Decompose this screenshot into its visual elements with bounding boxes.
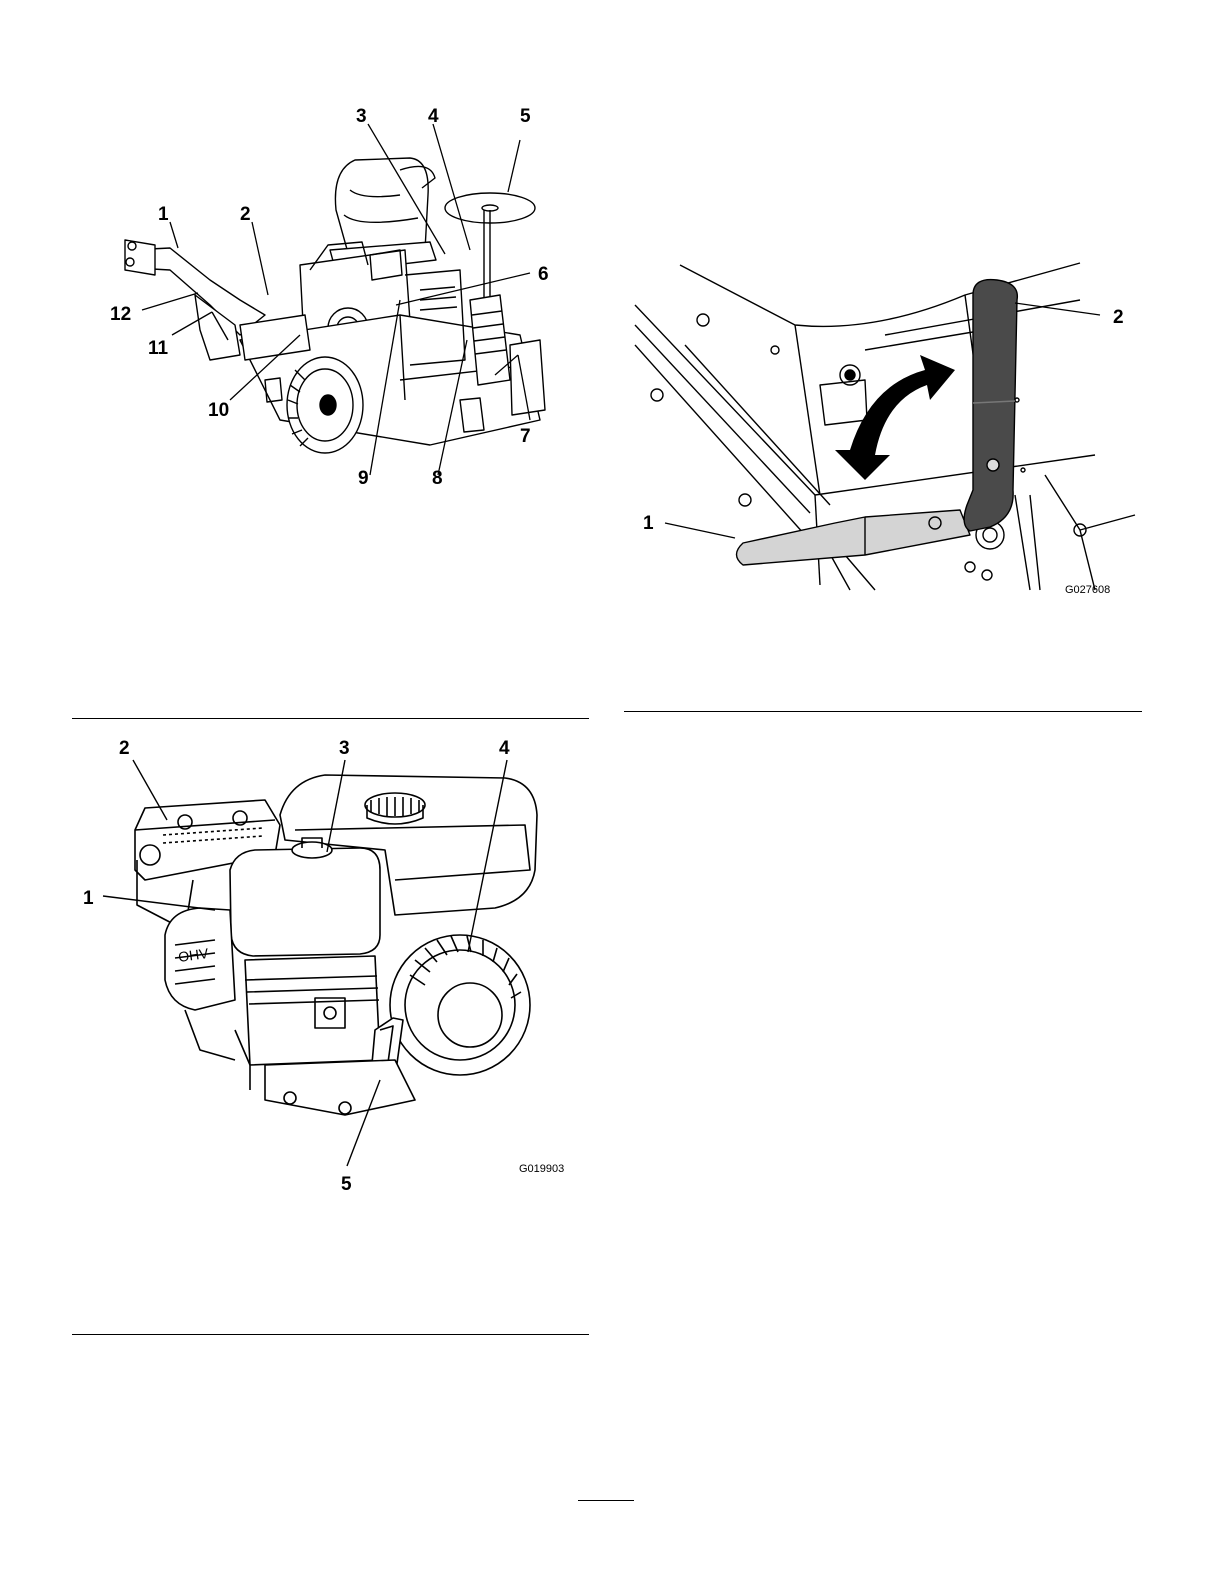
divider-right-1 xyxy=(624,711,1142,712)
figure-lever: 1 2 G027608 xyxy=(635,255,1135,600)
mower-callout-1: 1 xyxy=(158,204,169,225)
engine-callout-2: 2 xyxy=(119,738,130,759)
mower-callout-9: 9 xyxy=(358,468,369,489)
engine-callout-5: 5 xyxy=(341,1174,352,1195)
mower-callout-2: 2 xyxy=(240,204,251,225)
mower-callout-6: 6 xyxy=(538,264,549,285)
mower-illustration: 1 2 3 4 5 6 7 8 9 10 11 12 xyxy=(100,100,570,500)
mower-callout-8: 8 xyxy=(432,468,443,489)
mower-callout-12: 12 xyxy=(110,304,131,325)
mower-callout-10: 10 xyxy=(208,400,229,421)
engine-callout-3: 3 xyxy=(339,738,350,759)
lever-illustration: 1 2 G027608 xyxy=(635,255,1135,600)
mower-callout-7: 7 xyxy=(520,426,531,447)
mower-callout-4: 4 xyxy=(428,106,439,127)
mower-callout-5: 5 xyxy=(520,106,531,127)
lever-callout-2: 2 xyxy=(1113,307,1124,328)
engine-figure-code: G019903 xyxy=(519,1163,564,1175)
divider-left-2 xyxy=(72,1334,589,1335)
figure-engine: OHV 1 2 3 4 5 xyxy=(75,730,585,1200)
mower-callout-11: 11 xyxy=(148,338,169,359)
mower-callout-3: 3 xyxy=(356,106,367,127)
figure-mower-overview: 1 2 3 4 5 6 7 8 9 10 11 12 xyxy=(100,100,570,500)
lever-figure-code: G027608 xyxy=(1065,584,1110,596)
engine-callout-4: 4 xyxy=(499,738,510,759)
engine-illustration: OHV 1 2 3 4 5 xyxy=(75,730,585,1200)
divider-left-1 xyxy=(72,718,589,719)
engine-callout-1: 1 xyxy=(83,888,94,909)
page-number-rule xyxy=(578,1500,634,1501)
lever-callout-1: 1 xyxy=(643,513,654,534)
